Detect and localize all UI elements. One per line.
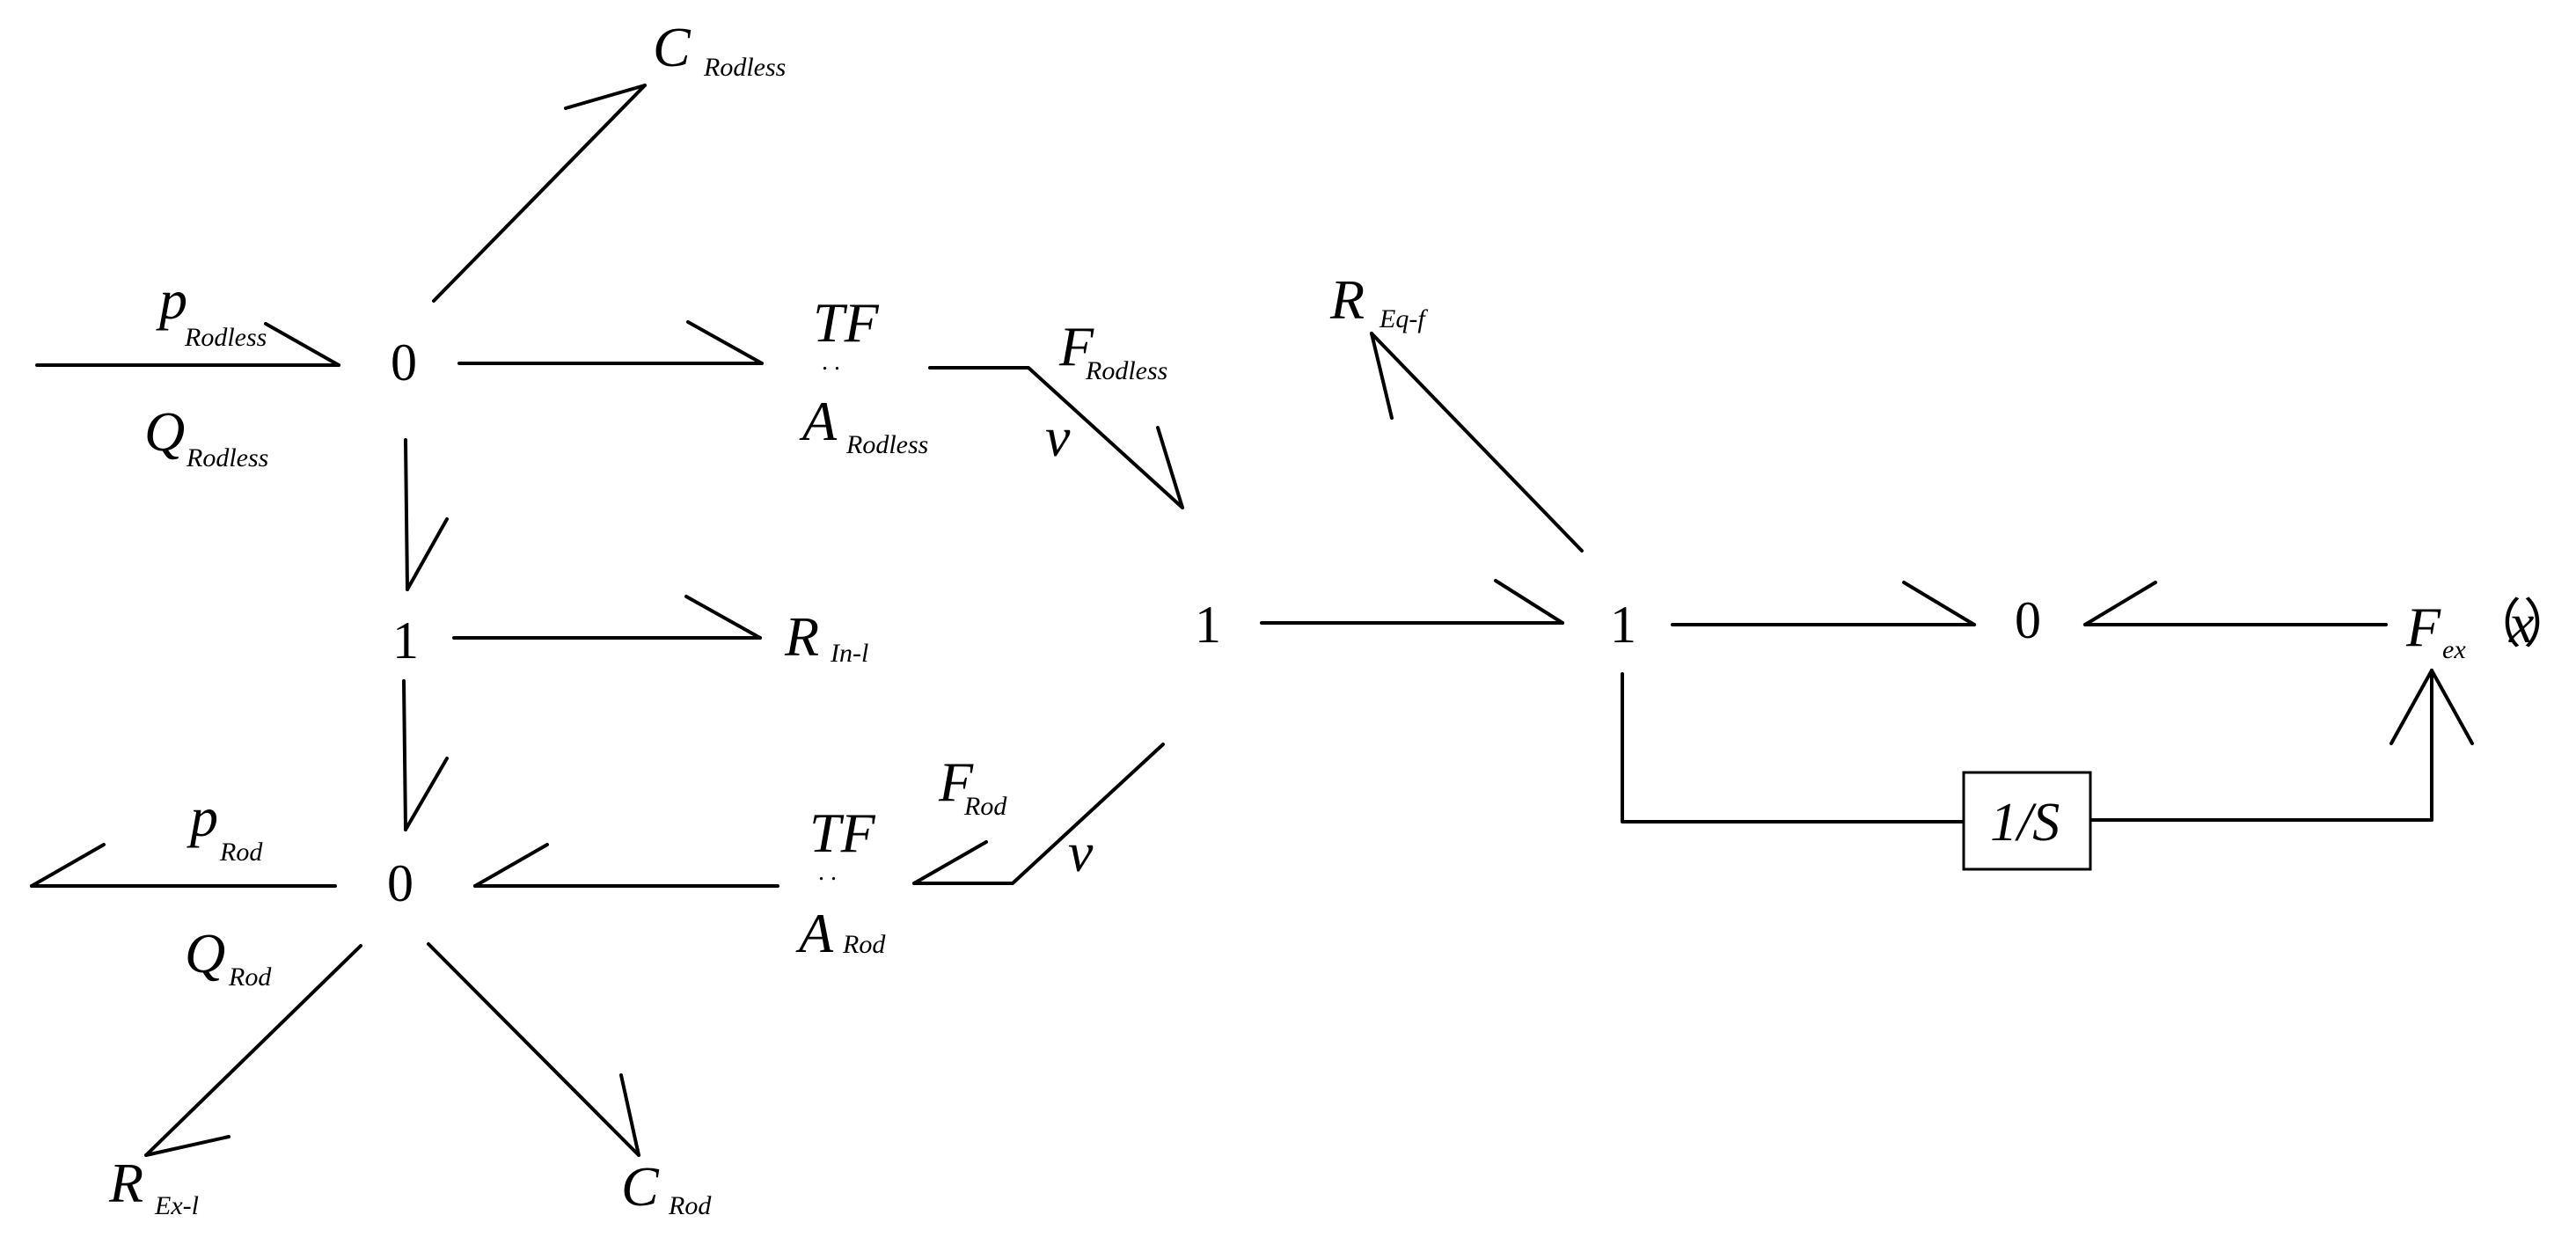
label-c-rod: C Rod bbox=[621, 1155, 712, 1220]
svg-text:. .: . . bbox=[822, 348, 840, 376]
label-a-rodless: A Rodless bbox=[799, 390, 928, 459]
label-q-rodless: Q Rodless bbox=[144, 400, 268, 472]
svg-text:F: F bbox=[1058, 315, 1094, 377]
bond-right-one-to-right-zero bbox=[1671, 581, 1976, 626]
bond-c-rod bbox=[427, 942, 640, 1157]
bond-tf-top-to-center bbox=[928, 366, 1184, 509]
bond-to-tf-top bbox=[457, 320, 764, 365]
svg-text:p: p bbox=[156, 268, 187, 331]
bond-c-rodless bbox=[432, 84, 647, 303]
label-f-rodless: F Rodless bbox=[1058, 315, 1167, 385]
svg-text:p: p bbox=[187, 786, 218, 848]
bond-r-in bbox=[452, 595, 762, 640]
junction-right-zero: 0 bbox=[2015, 591, 2041, 649]
integrator-label: 1/S bbox=[1990, 793, 2060, 853]
svg-text:）: ） bbox=[2523, 596, 2576, 654]
label-r-in: R In-l bbox=[784, 605, 868, 668]
svg-text:Rodless: Rodless bbox=[184, 323, 267, 352]
bond-tf-bottom-to-bottom-zero bbox=[473, 843, 779, 888]
svg-text:. .: . . bbox=[818, 859, 837, 886]
integrator-box bbox=[1962, 771, 2092, 871]
bond-f-ex-source bbox=[2083, 581, 2388, 626]
label-tf-top: TF . . bbox=[813, 291, 880, 376]
svg-text:A: A bbox=[795, 902, 834, 964]
label-tf-bottom: TF . . bbox=[809, 802, 876, 886]
svg-text:Rodless: Rodless bbox=[1085, 356, 1167, 385]
bond-source-rodless bbox=[35, 322, 340, 367]
svg-text:Rod: Rod bbox=[842, 930, 886, 959]
svg-text:Rod: Rod bbox=[228, 963, 272, 992]
junction-top-zero: 0 bbox=[391, 333, 417, 392]
bond-r-ex bbox=[144, 944, 362, 1157]
svg-text:Rodless: Rodless bbox=[186, 443, 268, 472]
svg-text:In-l: In-l bbox=[830, 639, 868, 668]
svg-text:A: A bbox=[799, 390, 838, 452]
label-c-rodless: C Rodless bbox=[653, 16, 786, 82]
svg-text:R: R bbox=[108, 1152, 143, 1214]
label-r-eq: R Eq-f bbox=[1329, 268, 1428, 333]
svg-text:C: C bbox=[653, 16, 692, 78]
label-a-rod: A Rod bbox=[795, 902, 886, 964]
svg-text:Rodless: Rodless bbox=[703, 53, 786, 82]
bond-left-one-to-bottom-zero bbox=[402, 679, 449, 831]
svg-text:Rodless: Rodless bbox=[845, 430, 928, 459]
svg-text:（: （ bbox=[2469, 596, 2521, 654]
label-p-rodless: p Rodless bbox=[156, 268, 267, 352]
signal-path-integrator bbox=[1621, 669, 2474, 823]
svg-text:TF: TF bbox=[809, 802, 876, 864]
svg-text:C: C bbox=[621, 1155, 660, 1218]
bond-source-rod bbox=[30, 843, 337, 888]
bond-top-zero-to-left-one bbox=[404, 438, 449, 591]
junction-left-one: 1 bbox=[392, 611, 419, 670]
svg-text:Rod: Rod bbox=[668, 1191, 712, 1220]
svg-text:R: R bbox=[1329, 268, 1365, 331]
svg-text:Rod: Rod bbox=[963, 792, 1007, 821]
svg-text:Q: Q bbox=[185, 922, 225, 985]
bond-center-to-tf-bottom bbox=[912, 743, 1165, 885]
svg-text:R: R bbox=[784, 605, 819, 668]
bond-center-to-right-one bbox=[1260, 579, 1564, 625]
label-q-rod: Q Rod bbox=[185, 922, 272, 992]
svg-text:Ex-l: Ex-l bbox=[154, 1191, 199, 1220]
svg-text:F: F bbox=[2405, 596, 2441, 658]
svg-text:TF: TF bbox=[813, 291, 880, 354]
svg-text:ex: ex bbox=[2442, 635, 2466, 664]
svg-text:Rod: Rod bbox=[219, 838, 263, 867]
junction-center-one: 1 bbox=[1195, 596, 1221, 654]
label-p-rod: p Rod bbox=[187, 786, 263, 867]
svg-text:F: F bbox=[938, 750, 974, 813]
label-f-ex: F ex （ x ） bbox=[2405, 592, 2576, 664]
bond-r-eq bbox=[1370, 332, 1584, 553]
junction-bottom-zero: 0 bbox=[387, 854, 413, 912]
label-v-bottom: v bbox=[1068, 821, 1094, 883]
label-v-top: v bbox=[1045, 406, 1071, 468]
label-f-rod: F Rod bbox=[938, 750, 1007, 821]
svg-text:Q: Q bbox=[144, 400, 185, 463]
label-r-ex: R Ex-l bbox=[108, 1152, 199, 1220]
junction-right-one: 1 bbox=[1610, 596, 1636, 654]
svg-text:x: x bbox=[2508, 592, 2534, 655]
svg-text:Eq-f: Eq-f bbox=[1379, 304, 1428, 333]
